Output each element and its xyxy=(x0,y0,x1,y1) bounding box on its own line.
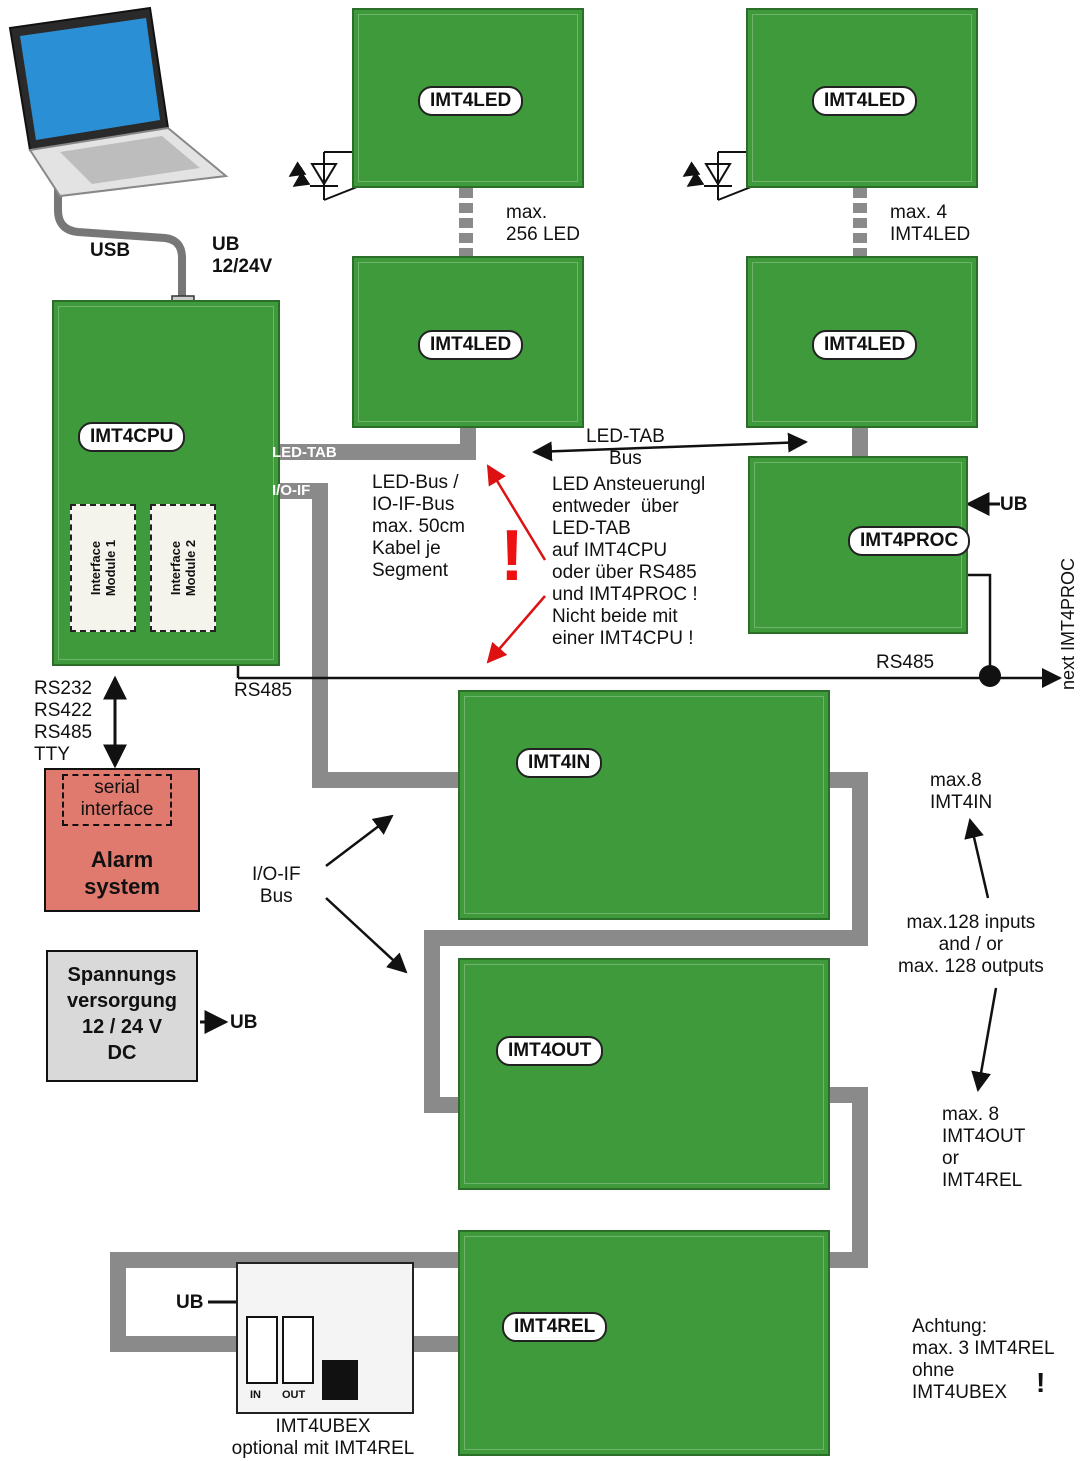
cpu-rs485-label: RS485 xyxy=(234,680,293,701)
ubex-out-label: OUT xyxy=(282,1389,306,1401)
ubex-chip xyxy=(322,1360,358,1400)
output-board xyxy=(458,958,830,1190)
led-bus-note: LED-Bus / IO-IF-Bus max. 50cm Kabel je S… xyxy=(372,472,465,581)
interface-module-2-label: Interface Module 2 xyxy=(168,539,198,597)
led-board-label: IMT4LED xyxy=(418,330,524,360)
output-board-label: IMT4OUT xyxy=(496,1036,604,1066)
led-board-label: IMT4LED xyxy=(418,86,524,116)
relay-board xyxy=(458,1230,830,1456)
max-led-note: max. 256 LED xyxy=(506,202,580,245)
alarm-title: Alarm system xyxy=(84,847,160,899)
led-tab-port-label: LED-TAB xyxy=(272,444,337,461)
ubex-caption: IMT4UBEX optional mit IMT4REL xyxy=(231,1416,415,1459)
led-board-label: IMT4LED xyxy=(812,330,918,360)
io-if-port-label: I/O-IF xyxy=(272,482,311,499)
interface-module-1: Interface Module 1 xyxy=(70,504,136,632)
usb-label: USB xyxy=(90,240,131,261)
rs485-proc-line xyxy=(966,573,992,670)
laptop-icon xyxy=(8,6,229,198)
serial-interface-box xyxy=(62,774,172,826)
proc-ub-label: UB xyxy=(1000,494,1028,515)
led-warning-mark: ! xyxy=(500,516,524,596)
power-supply-ub-label: UB xyxy=(230,1012,258,1033)
interface-module-1-label: Interface Module 1 xyxy=(88,539,118,597)
usb-cable xyxy=(54,170,186,298)
capacity-arrow-up xyxy=(964,818,990,899)
led-tab-bus-cable xyxy=(262,420,476,460)
io-bus-arrow-out xyxy=(325,897,408,974)
io-if-bus-cable xyxy=(110,483,868,1352)
input-board-label: IMT4IN xyxy=(516,748,603,778)
ubex-ub-label: UB xyxy=(176,1292,204,1313)
capacity-note: max.128 inputs and / or max. 128 outputs xyxy=(898,912,1044,977)
relay-warning-mark: ! xyxy=(1036,1367,1046,1398)
rs485-junction xyxy=(979,665,1001,687)
ubex-in-label: IN xyxy=(250,1389,261,1401)
warning-arrow-up xyxy=(486,464,547,561)
warning-arrow-down xyxy=(486,595,546,664)
led-board-label: IMT4LED xyxy=(812,86,918,116)
serial-interface-label: serial interface xyxy=(80,777,154,820)
max-led-boards-note: max. 4 IMT4LED xyxy=(890,202,971,245)
proc-rs485-label: RS485 xyxy=(876,652,935,673)
led-tab-bus-label: LED-TAB Bus xyxy=(586,426,665,469)
relay-warning-note: Achtung: max. 3 IMT4REL ohne IMT4UBEX xyxy=(912,1316,1055,1403)
capacity-arrow-down xyxy=(971,987,998,1092)
cpu-serial-label: RS232 RS422 RS485 TTY xyxy=(34,678,93,765)
next-proc-label: next IMT4PROC xyxy=(1058,557,1078,690)
ubex-in-connector xyxy=(246,1316,278,1384)
input-board xyxy=(458,690,830,920)
max-out-note: max. 8 IMT4OUT or IMT4REL xyxy=(942,1104,1026,1191)
led-tab-bus-arrow xyxy=(532,432,808,462)
cpu-label: IMT4CPU xyxy=(78,422,186,452)
cpu-power-label: UB 12/24V xyxy=(212,234,273,277)
relay-board-label: IMT4REL xyxy=(502,1312,608,1342)
power-supply xyxy=(46,950,198,1082)
ubex-out-connector xyxy=(282,1316,314,1384)
power-supply-title: Spannungs versorgung 12 / 24 V DC xyxy=(66,964,178,1064)
interface-module-2: Interface Module 2 xyxy=(150,504,216,632)
max-in-note: max.8 IMT4IN xyxy=(930,770,993,813)
led-warning-note: LED Ansteuerungl entweder über LED-TAB a… xyxy=(552,474,706,649)
io-bus-arrow-in xyxy=(325,814,394,867)
io-bus-label: I/O-IF Bus xyxy=(252,864,301,907)
proc-label: IMT4PROC xyxy=(848,526,971,556)
alarm-system xyxy=(44,768,200,912)
